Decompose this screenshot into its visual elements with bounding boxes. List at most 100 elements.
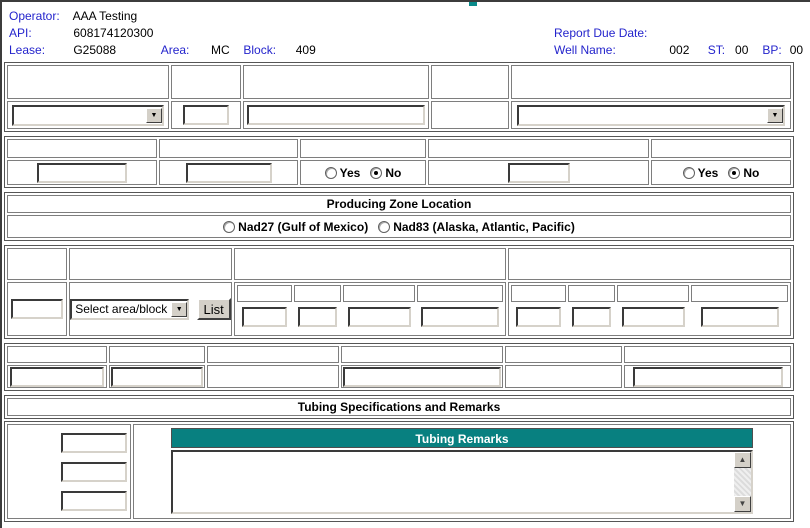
h2s-concentration-input[interactable] — [507, 162, 570, 183]
st-value: 00 — [735, 43, 749, 57]
h2s-yes-label: Yes — [339, 165, 361, 180]
lon-degrees-input[interactable] — [516, 307, 561, 327]
list-button[interactable]: List — [196, 298, 231, 320]
api-value: 608174120300 — [73, 26, 154, 40]
h2s-concentration-header: H2S Concentration (PPM) — [428, 139, 649, 158]
datum-radio-group: Nad27 (Gulf of Mexico) Nad83 (Alaska, Atl… — [7, 215, 791, 238]
lat-degrees-input[interactable] — [242, 307, 287, 327]
ew-distance-input[interactable] — [632, 366, 783, 387]
st-label: ST: — [707, 43, 726, 57]
coordinate-table: X Coordinate Y Coordinate North/South Co… — [4, 343, 794, 391]
scroll-up-icon[interactable]: ▲ — [734, 452, 751, 468]
size-input[interactable] — [61, 433, 127, 453]
nad27-label: Nad27 (Gulf of Mexico) — [238, 219, 369, 234]
completion-date-input[interactable] — [37, 162, 127, 183]
producing-zone-title: Producing Zone Location — [7, 195, 791, 213]
lat-minutes-header: Minutes — [294, 285, 341, 302]
tubing-title-table: Tubing Specifications and Remarks — [4, 395, 794, 419]
tubing-remarks-cell: Tubing Remarks ▲ ▼ — [133, 424, 791, 519]
lon-degrees-header: Degrees — [511, 285, 566, 302]
reservoir-name-header: Reservoir Name — [243, 65, 429, 99]
report-due-row: Report Due Date: — [554, 25, 647, 41]
h2s-yes-radio[interactable] — [324, 166, 337, 179]
injection-header: Injection — [651, 139, 791, 158]
interval-names-cell — [431, 101, 509, 129]
nad83-label: Nad83 (Alaska, Atlantic, Pacific) — [393, 219, 575, 234]
lat-seconds-input[interactable] — [347, 307, 411, 327]
weight-input[interactable] — [61, 462, 127, 482]
location-table: Lease Area/Block Latitude - Enter degree… — [4, 245, 794, 339]
lease-header: Lease — [7, 248, 67, 280]
completion-status-select[interactable]: ▼ — [517, 104, 785, 126]
lon-minutes-input[interactable] — [572, 307, 611, 327]
chevron-down-icon[interactable]: ▼ — [146, 107, 162, 123]
injection-yes-radio[interactable] — [682, 166, 695, 179]
operator-row: Operator: AAA Testing — [9, 8, 810, 25]
x-coordinate-header: X Coordinate — [7, 346, 107, 363]
nad27-radio[interactable] — [223, 220, 236, 233]
lon-decimal-input[interactable] — [700, 307, 779, 327]
isolated-date-header: Isolated Date — [159, 139, 298, 158]
injection-no-label: No — [743, 165, 760, 180]
lat-decimal-input[interactable] — [421, 307, 499, 327]
latitude-header: Latitude - Enter degrees, minutes, secon… — [234, 248, 506, 280]
interval-table: Interval Type Interval Number Reservoir … — [4, 62, 794, 132]
longitude-subtable: Degrees Minutes Seconds Decimal — [509, 283, 790, 332]
api-label: API: — [9, 26, 32, 40]
ew-code-header: East/West Code — [505, 346, 622, 363]
nad83-radio[interactable] — [378, 220, 391, 233]
lat-minutes-input[interactable] — [298, 307, 337, 327]
lease-value: G25088 — [73, 43, 117, 57]
scroll-down-icon[interactable]: ▼ — [734, 496, 751, 512]
interval-names-header: Interval Name(s) — [431, 65, 509, 99]
injection-no-radio[interactable] — [728, 166, 741, 179]
completion-date-header: Completion Date — [7, 139, 157, 158]
lat-degrees-header: Degrees — [237, 285, 292, 302]
area-label: Area: — [160, 43, 190, 57]
lease-label: Lease: — [9, 43, 46, 57]
operator-label: Operator: — [9, 9, 60, 23]
well-name-value: 002 — [669, 43, 690, 57]
h2s-present-header: H2S Present — [300, 139, 426, 158]
area-block-select-value: Select area/block — [75, 302, 168, 316]
api-row: API: 608174120300 Report Due Date: — [9, 25, 810, 42]
h2s-no-radio[interactable] — [370, 166, 383, 179]
reservoir-name-input[interactable] — [247, 105, 425, 125]
tubing-remarks-textarea[interactable]: ▲ ▼ — [171, 450, 753, 514]
area-block-select[interactable]: Select area/block ▼ — [70, 298, 190, 320]
lat-seconds-header: Seconds — [343, 285, 415, 302]
weight-label: Weight — [13, 459, 58, 485]
lon-seconds-header: Seconds — [617, 285, 689, 302]
interval-number-input[interactable] — [183, 105, 229, 125]
tubing-remarks-text[interactable] — [173, 452, 734, 512]
y-coordinate-input[interactable] — [111, 366, 203, 387]
area-block-cell: Select area/block ▼ List — [69, 282, 232, 336]
latitude-subtable: Degrees Minutes Seconds Decimal — [235, 283, 505, 332]
interval-type-select[interactable]: ▼ — [12, 104, 164, 126]
completion-table: Completion Date Isolated Date H2S Presen… — [4, 136, 794, 188]
interval-number-header: Interval Number — [171, 65, 241, 99]
lon-decimal-header: Decimal — [691, 285, 788, 302]
producing-zone-table: Producing Zone Location Nad27 (Gulf of M… — [4, 192, 794, 241]
x-coordinate-input[interactable] — [10, 366, 104, 387]
ns-code-header: North/South Code — [207, 346, 339, 363]
grade-input[interactable] — [61, 491, 127, 511]
report-due-label: Report Due Date: — [554, 26, 648, 40]
isolated-date-input[interactable] — [185, 162, 272, 183]
lon-seconds-input[interactable] — [621, 307, 685, 327]
block-value: 409 — [295, 43, 316, 57]
ew-distance-header: East/West Distance — [624, 346, 791, 363]
well-name-label: Well Name: — [554, 43, 616, 57]
chevron-down-icon[interactable]: ▼ — [171, 301, 188, 317]
well-info-header: Operator: AAA Testing API: 608174120300 … — [2, 2, 810, 62]
chevron-down-icon[interactable]: ▼ — [767, 107, 783, 123]
vertical-scrollbar[interactable]: ▲ ▼ — [734, 452, 751, 512]
size-weight-grade-table: Size Weight Grade — [10, 427, 130, 517]
lease-input[interactable] — [11, 299, 63, 319]
bp-label: BP: — [762, 43, 782, 57]
ns-distance-input[interactable] — [343, 366, 501, 387]
tubing-table: Size Weight Grade Tubing Remarks — [4, 421, 794, 522]
